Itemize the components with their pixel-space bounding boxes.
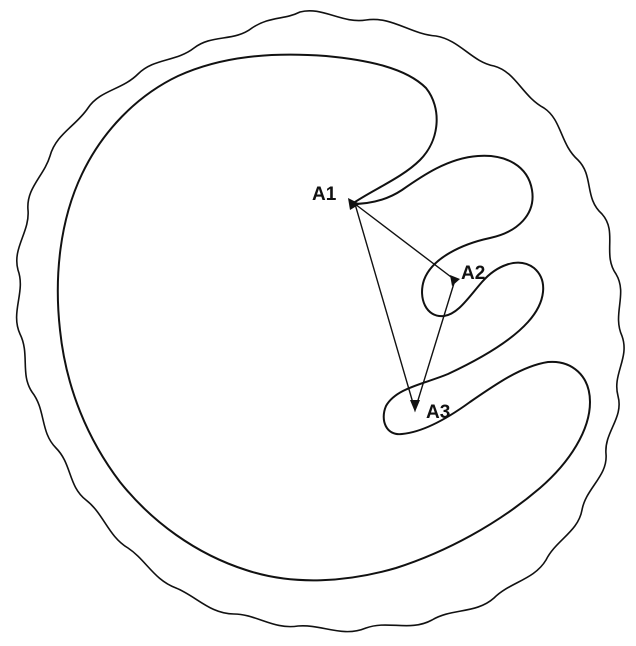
inner-lobed-region	[58, 55, 590, 581]
triangle-a1-a2-a3	[355, 204, 455, 410]
vertex-a3-marker	[410, 400, 420, 412]
label-a1: A1	[312, 184, 337, 205]
vertex-a2-marker	[450, 275, 460, 286]
outer-wavy-boundary	[17, 11, 624, 632]
label-a3: A3	[426, 402, 450, 423]
label-a2: A2	[461, 263, 485, 284]
